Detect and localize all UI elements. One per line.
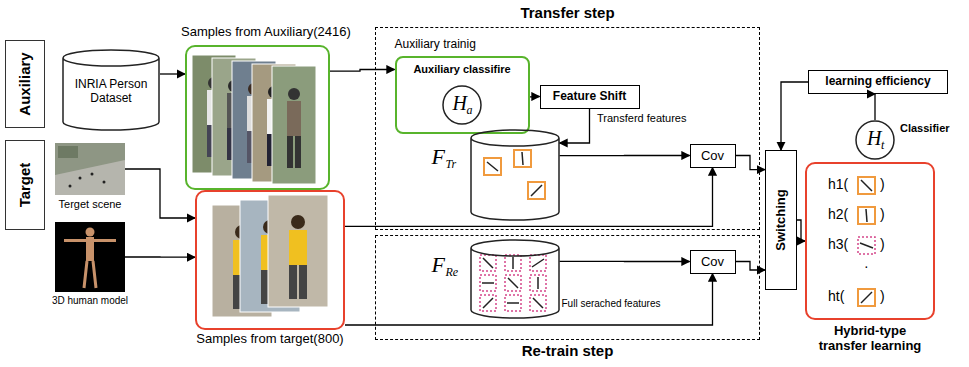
- full-feature-icons: [480, 255, 546, 311]
- caption: Classifier: [900, 122, 950, 135]
- row-label: ): [880, 206, 885, 222]
- node-text: Terget scene: [59, 198, 122, 211]
- connector-arrow: [160, 73, 185, 74]
- node-text: Auxiliary classifire: [397, 63, 528, 76]
- target-photos: [212, 195, 328, 317]
- node-text: Transfer step: [520, 4, 614, 21]
- node-text: learning efficiency: [825, 75, 930, 89]
- connector-arrow: [797, 220, 805, 241]
- node-text: Hybrid-type transfer learning: [810, 324, 930, 354]
- node-text: Switching: [774, 189, 789, 250]
- connector-arrow: [125, 256, 195, 258]
- outline-shape: [443, 86, 481, 124]
- classifier-group: Hybrid-type transfer learning: [805, 162, 935, 320]
- symbol: F: [432, 252, 445, 277]
- node-text: Target: [16, 163, 33, 208]
- node-text: Cov: [701, 254, 724, 269]
- transferred-feature-icons: [484, 150, 545, 199]
- connector-arrow: [560, 261, 690, 263]
- connector-arrow: [330, 70, 395, 72]
- cylinder-outline: [470, 130, 560, 220]
- human-model-render: [55, 222, 125, 292]
- classifier-circle: HtClassifier: [855, 120, 895, 160]
- process-box: Cov: [690, 144, 736, 168]
- subscript: Re: [446, 266, 459, 280]
- node-text: Feature Shift: [553, 90, 626, 104]
- node-text: Samples from Auxiliary(2416): [181, 25, 351, 40]
- auxiliary-photos: [192, 55, 316, 184]
- node-text: Auxiliary: [16, 52, 33, 115]
- connector-arrow: [736, 262, 766, 271]
- process-box: Feature Shift: [540, 85, 640, 109]
- outline-shape: [471, 130, 559, 220]
- step-region: Transfer stepAuxiliary trainigAuxiliary …: [375, 27, 760, 230]
- node-text: INRIA Person Dataset: [66, 78, 156, 106]
- edge-label: Transferd features: [596, 112, 687, 125]
- cylinder-outline: [470, 240, 560, 318]
- feature-cylinder: FTr: [470, 130, 560, 220]
- row-label: ht(: [828, 288, 844, 304]
- target-scene-photo: [55, 143, 125, 195]
- classifier-circle: Ha: [442, 85, 482, 125]
- connector-arrow: [874, 94, 875, 120]
- weak-classifier-icons: [858, 177, 875, 306]
- row-label: ): [880, 176, 885, 192]
- connector-arrow: [560, 155, 690, 156]
- band-label: Auxiliary: [5, 40, 45, 128]
- symbol: H: [453, 92, 467, 115]
- row-label: h3(: [828, 236, 848, 252]
- outline-shape: [856, 121, 894, 159]
- node-text: Cov: [701, 148, 724, 163]
- band-label: Target: [5, 140, 45, 230]
- subscript: Tr: [446, 158, 457, 172]
- dataset-cylinder: INRIA Person Dataset: [62, 50, 160, 130]
- node-text: 3D human model: [52, 295, 128, 307]
- switch-box: Switching: [765, 150, 797, 290]
- feature-cylinder: FReFull serached features: [470, 240, 560, 318]
- sample-group: Samples from target(800): [195, 190, 345, 330]
- row-label: ): [880, 288, 885, 304]
- outline-shape: [471, 240, 559, 318]
- connector-arrow: [560, 109, 590, 144]
- subscript: t: [881, 139, 884, 153]
- image-box: 3D human model: [55, 222, 125, 292]
- step-region: Re-train stepFReFull serached featuresCo…: [375, 235, 760, 340]
- connector-arrow: [781, 82, 808, 150]
- row-label: h1(: [828, 176, 848, 192]
- connector-arrow: [736, 156, 766, 170]
- process-box: Cov: [690, 250, 736, 274]
- row-label: ·: [864, 258, 869, 274]
- classifier-box: Auxiliary trainigAuxiliary classifireHa: [395, 56, 530, 134]
- image-box: Terget scene: [55, 143, 125, 195]
- connector-arrow: [345, 168, 713, 227]
- subscript: a: [467, 104, 473, 118]
- process-box: learning efficiency: [808, 70, 948, 94]
- sample-group: Samples from Auxiliary(2416): [185, 45, 330, 190]
- symbol: H: [867, 127, 881, 150]
- row-label: h2(: [828, 206, 848, 222]
- node-text: Samples from target(800): [196, 332, 343, 347]
- symbol: F: [432, 144, 445, 169]
- row-label: ): [880, 236, 885, 252]
- note-text: Full serached features: [562, 298, 661, 310]
- node-text: Auxiliary trainig: [395, 38, 476, 52]
- connector-arrow: [530, 96, 540, 98]
- outline-shape: [63, 50, 159, 130]
- node-text: Re-train step: [522, 342, 614, 359]
